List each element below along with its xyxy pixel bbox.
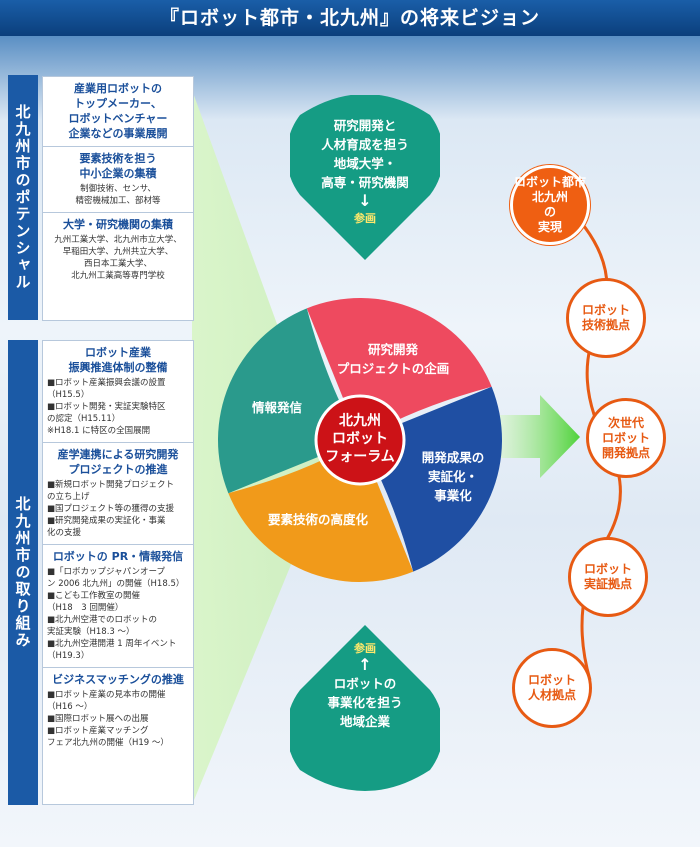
up-arrow-icon: ↑ bbox=[358, 655, 372, 674]
bottom-drop: 参画 ↑ ロボットの 事業化を担う 地域企業 bbox=[290, 640, 440, 731]
top-drop: 研究開発と 人材育成を担う 地域大学・ 高専・研究機関 ↓ 参画 bbox=[290, 116, 440, 226]
vision-base-technology: ロボット 技術拠点 bbox=[566, 278, 646, 358]
section-heading: 大学・研究機関の集積 bbox=[63, 218, 173, 231]
vision-goal: ロボット都市 北九州 の 実現 bbox=[510, 165, 590, 245]
initiative-section-matching: ビジネスマッチングの推進 ■ロボット産業の見本市の開催 （H16 〜） ■国際ロ… bbox=[43, 668, 193, 754]
bottom-drop-shape bbox=[290, 625, 440, 791]
down-arrow-icon: ↓ bbox=[358, 191, 372, 210]
initiatives-side-label: 北九州市の取り組み bbox=[8, 340, 38, 805]
list-item: ■北九州空港開港 1 周年イベント （H19.3） bbox=[47, 639, 177, 661]
top-drop-participation: 参画 bbox=[354, 212, 376, 225]
section-body: 制御技術、センサ、 精密機械加工、部材等 bbox=[75, 184, 161, 206]
list-item: ■ロボット産業振興会議の設置 （H15.5） bbox=[47, 378, 166, 400]
list-item: ■新規ロボット開発プロジェクト の立ち上げ bbox=[47, 480, 175, 502]
list-item: ■研究開発成果の実証化・事業 化の支援 bbox=[47, 516, 166, 538]
forum-center-label: 北九州 ロボット フォーラム bbox=[325, 413, 395, 465]
potential-side-label: 北九州市のポテンシャル bbox=[8, 75, 38, 320]
top-drop-shape bbox=[290, 95, 440, 260]
initiatives-panel: ロボット産業 振興推進体制の整備 ■ロボット産業振興会議の設置 （H15.5） … bbox=[42, 340, 194, 805]
list-item: ■北九州空港でのロボットの 実証実験（H18.3 〜） bbox=[47, 615, 158, 637]
section-heading: ロボット産業 振興推進体制の整備 bbox=[68, 346, 168, 374]
segment-label-advancement: 要素技術の高度化 bbox=[267, 512, 368, 527]
initiative-section-structure: ロボット産業 振興推進体制の整備 ■ロボット産業振興会議の設置 （H15.5） … bbox=[43, 341, 193, 443]
potential-section-universities: 大学・研究機関の集積 九州工業大学、北九州市立大学、 早稲田大学、九州共立大学、… bbox=[43, 213, 193, 287]
list-item: ■ロボット開発・実証実験特区 の認定（H15.11） ※H18.1 に特区の全国… bbox=[47, 402, 166, 436]
potential-section-smes: 要素技術を担う 中小企業の集積 制御技術、センサ、 精密機械加工、部材等 bbox=[43, 147, 193, 213]
bottom-drop-participation: 参画 bbox=[354, 642, 376, 655]
bottom-drop-text: ロボットの 事業化を担う 地域企業 bbox=[327, 676, 403, 729]
section-heading: ロボットの PR・情報発信 bbox=[52, 550, 184, 563]
section-heading: ビジネスマッチングの推進 bbox=[52, 673, 184, 686]
potential-section-makers: 産業用ロボットの トップメーカー、 ロボットベンチャー 企業などの事業展開 bbox=[43, 77, 193, 147]
initiative-section-pr: ロボットの PR・情報発信 ■「ロボカップジャパンオープ ン 2006 北九州」… bbox=[43, 545, 193, 668]
vision-base-nextgen: 次世代 ロボット 開発拠点 bbox=[586, 398, 666, 478]
initiative-section-rnd: 産学連携による研究開発 プロジェクトの推進 ■新規ロボット開発プロジェクト の立… bbox=[43, 443, 193, 545]
section-heading: 産業用ロボットの トップメーカー、 ロボットベンチャー 企業などの事業展開 bbox=[68, 82, 168, 140]
forum-pinwheel bbox=[218, 298, 502, 582]
section-heading: 要素技術を担う 中小企業の集積 bbox=[79, 152, 157, 180]
section-body: 九州工業大学、北九州市立大学、 早稲田大学、九州共立大学、 西日本工業大学、 北… bbox=[54, 235, 182, 281]
list-item: ■国際ロボット展への出展 bbox=[47, 714, 149, 724]
section-heading: 産学連携による研究開発 プロジェクトの推進 bbox=[57, 448, 179, 476]
forum-center bbox=[314, 394, 406, 486]
segment-label-information: 情報発信 bbox=[251, 400, 302, 415]
vision-base-hr: ロボット 人材拠点 bbox=[512, 648, 592, 728]
vision-base-demonstration: ロボット 実証拠点 bbox=[568, 537, 648, 617]
list-item: ■ロボット産業の見本市の開催 （H16 〜） bbox=[47, 690, 166, 712]
top-drop-text: 研究開発と 人材育成を担う 地域大学・ 高専・研究機関 bbox=[321, 118, 409, 190]
potential-panel: 産業用ロボットの トップメーカー、 ロボットベンチャー 企業などの事業展開 要素… bbox=[42, 76, 194, 321]
segment-label-commercialization: 開発成果の 実証化・ 事業化 bbox=[421, 450, 485, 503]
page-title: 『ロボット都市・北九州』の将来ビジョン bbox=[0, 0, 700, 36]
right-arrow bbox=[500, 395, 580, 478]
list-item: ■ロボット産業マッチング フェア北九州の開催（H19 〜） bbox=[47, 726, 169, 748]
list-item: ■国プロジェクト等の獲得の支援 bbox=[47, 504, 175, 514]
list-item: ■「ロボカップジャパンオープ ン 2006 北九州」の開催（H18.5） bbox=[47, 567, 185, 589]
list-item: ■こども工作教室の開催 （H18 3 回開催） bbox=[47, 591, 141, 613]
segment-label-planning: 研究開発 プロジェクトの企画 bbox=[336, 342, 450, 376]
